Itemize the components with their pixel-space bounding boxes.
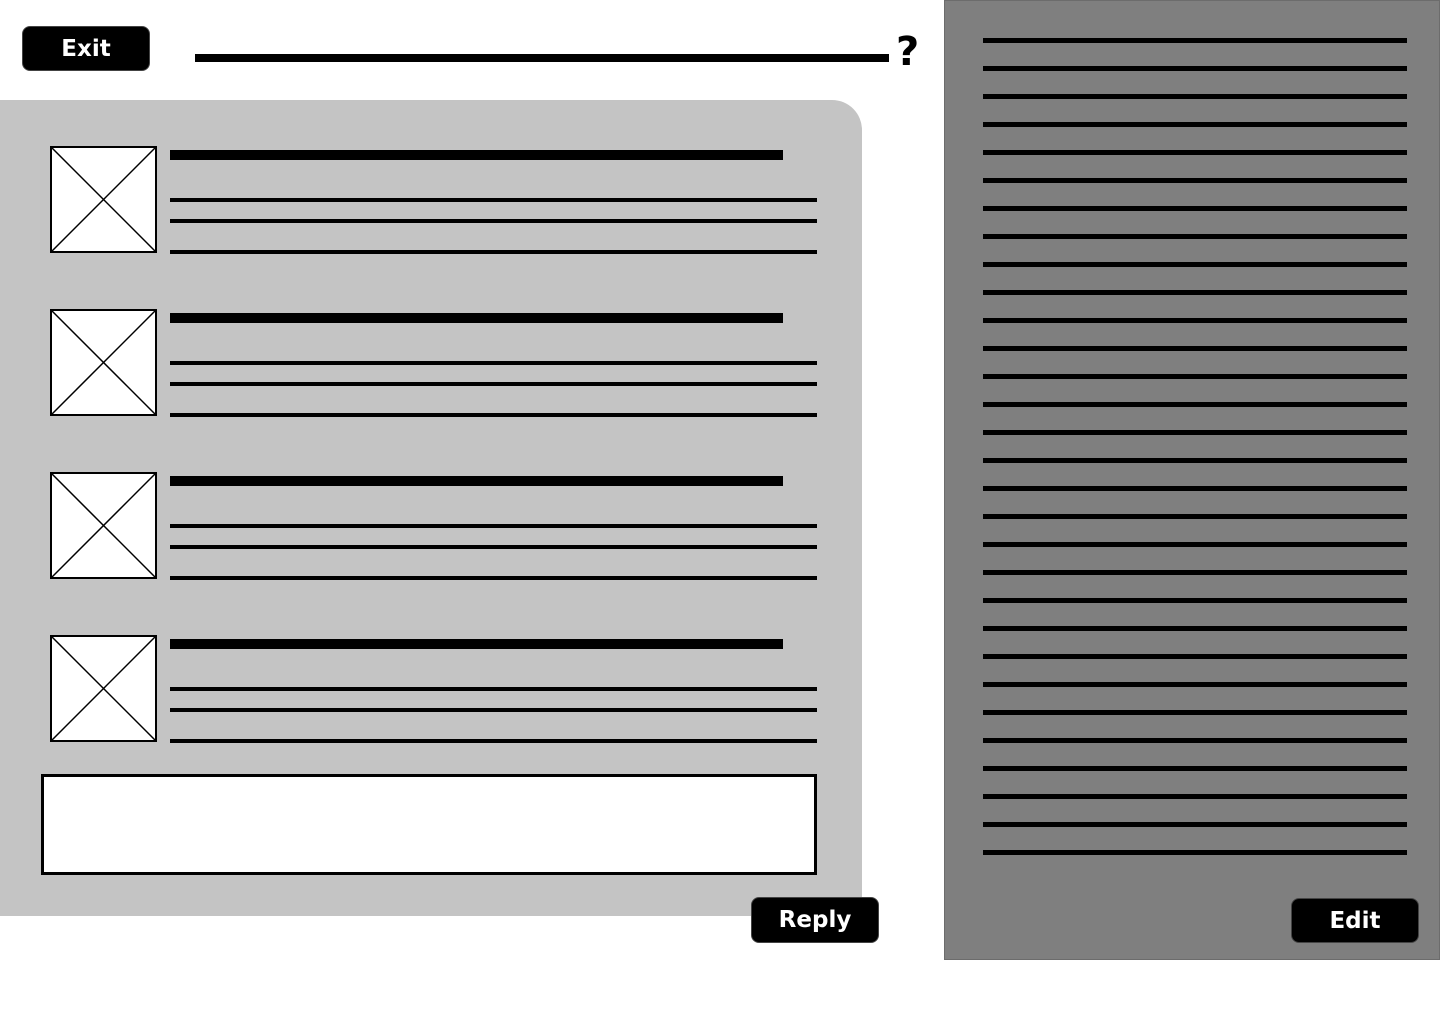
- side-text-line: [983, 234, 1407, 239]
- message-text-line: [170, 545, 817, 549]
- side-text-line: [983, 738, 1407, 743]
- message-heading: [170, 639, 783, 649]
- message-text-line: [170, 524, 817, 528]
- side-text-line: [983, 178, 1407, 183]
- message-item[interactable]: [50, 635, 818, 743]
- message-text-line: [170, 739, 817, 743]
- side-text-line: [983, 122, 1407, 127]
- side-text-line: [983, 710, 1407, 715]
- reply-button[interactable]: Reply: [751, 897, 879, 943]
- message-text-line: [170, 708, 817, 712]
- side-document-panel: [944, 0, 1440, 960]
- message-item[interactable]: [50, 309, 818, 417]
- message-text-line: [170, 413, 817, 417]
- message-text-line: [170, 361, 817, 365]
- exit-button[interactable]: Exit: [22, 26, 150, 71]
- message-text-line: [170, 382, 817, 386]
- side-text-line: [983, 402, 1407, 407]
- image-placeholder-icon: [50, 146, 157, 253]
- side-text-line: [983, 290, 1407, 295]
- side-text-line: [983, 206, 1407, 211]
- side-text-line: [983, 374, 1407, 379]
- side-text-line: [983, 654, 1407, 659]
- help-icon[interactable]: ?: [896, 29, 920, 75]
- side-text-line: [983, 38, 1407, 43]
- side-text-line: [983, 486, 1407, 491]
- message-thread-panel: [0, 100, 862, 916]
- side-text-line: [983, 598, 1407, 603]
- reply-input[interactable]: [41, 774, 817, 875]
- side-text-line: [983, 94, 1407, 99]
- message-heading: [170, 476, 783, 486]
- image-placeholder-icon: [50, 309, 157, 416]
- side-text-line: [983, 626, 1407, 631]
- message-item[interactable]: [50, 472, 818, 580]
- image-placeholder-icon: [50, 472, 157, 579]
- image-placeholder-icon: [50, 635, 157, 742]
- message-text-line: [170, 576, 817, 580]
- side-text-line: [983, 346, 1407, 351]
- side-text-line: [983, 458, 1407, 463]
- side-text-line: [983, 822, 1407, 827]
- side-text-line: [983, 766, 1407, 771]
- message-text-line: [170, 250, 817, 254]
- message-heading: [170, 313, 783, 323]
- message-text-line: [170, 198, 817, 202]
- page-title-placeholder: [195, 54, 889, 62]
- message-text-line: [170, 219, 817, 223]
- side-text-line: [983, 318, 1407, 323]
- side-text-line: [983, 66, 1407, 71]
- exit-button-label: Exit: [61, 35, 111, 62]
- edit-button-label: Edit: [1329, 907, 1381, 934]
- side-text-line: [983, 682, 1407, 687]
- message-item[interactable]: [50, 146, 818, 254]
- side-text-line: [983, 150, 1407, 155]
- side-text-line: [983, 430, 1407, 435]
- reply-button-label: Reply: [778, 907, 852, 933]
- side-text-line: [983, 570, 1407, 575]
- side-text-line: [983, 850, 1407, 855]
- message-text-line: [170, 687, 817, 691]
- side-text-line: [983, 542, 1407, 547]
- side-text-line: [983, 514, 1407, 519]
- edit-button[interactable]: Edit: [1291, 898, 1419, 943]
- side-text-line: [983, 262, 1407, 267]
- side-text-line: [983, 794, 1407, 799]
- message-heading: [170, 150, 783, 160]
